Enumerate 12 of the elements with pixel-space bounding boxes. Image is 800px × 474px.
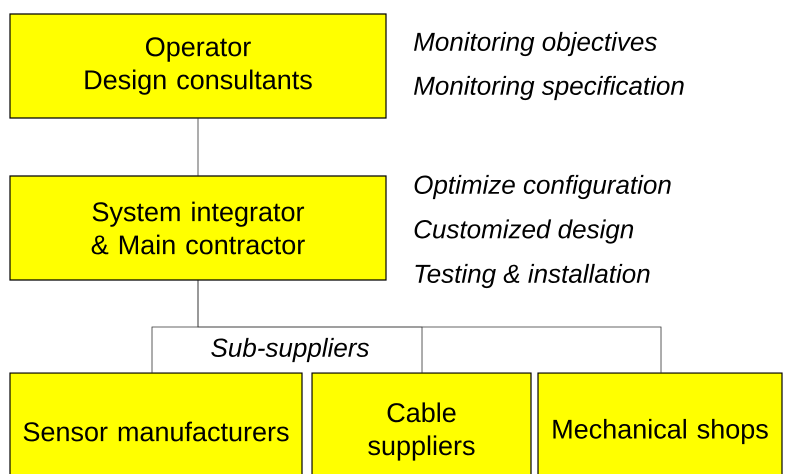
role-box: Operator Design consultants — [9, 13, 387, 119]
annotation-text: Testing & installation — [416, 264, 650, 288]
annotation-text: Customized design — [414, 219, 634, 244]
role-box: Cable suppliers — [311, 372, 532, 474]
annotation-text: Monitoring objectives — [414, 32, 657, 56]
role-box: Mechanical shops — [537, 372, 783, 474]
role-box: System integrator & Main contractor — [9, 175, 387, 281]
annotation-text: Optimize configuration — [414, 174, 671, 200]
annotation-text: Monitoring specification — [414, 76, 684, 100]
connector-line — [198, 280, 662, 374]
group-label: Sub-suppliers — [211, 338, 369, 362]
role-box: Sensor manufacturers — [9, 372, 303, 474]
